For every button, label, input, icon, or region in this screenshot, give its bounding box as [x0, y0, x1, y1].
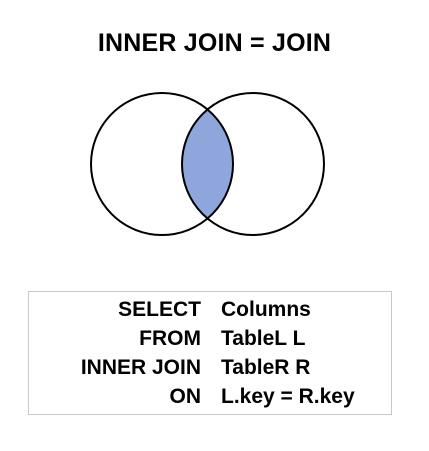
sql-argument: L.key = R.key — [221, 385, 355, 408]
intersection-region — [182, 93, 233, 235]
sql-row-inner-join: INNER JOIN TableR R — [29, 355, 393, 381]
sql-row-select: SELECT Columns — [29, 297, 393, 323]
sql-argument: Columns — [221, 298, 311, 321]
sql-keyword: SELECT — [118, 298, 201, 321]
right-circle — [181, 92, 325, 236]
sql-keyword: INNER JOIN — [80, 356, 201, 379]
left-circle — [90, 92, 234, 236]
sql-row-from: FROM TableL L — [29, 326, 393, 352]
sql-argument: TableL L — [221, 327, 306, 350]
sql-row-on: ON L.key = R.key — [29, 384, 393, 410]
sql-argument: TableR R — [221, 356, 311, 379]
diagram-title: INNER JOIN = JOIN — [97, 29, 332, 57]
sql-keyword: FROM — [139, 327, 201, 350]
sql-query-box: SELECT Columns FROM TableL L INNER JOIN … — [28, 291, 392, 415]
sql-keyword: ON — [169, 385, 202, 408]
